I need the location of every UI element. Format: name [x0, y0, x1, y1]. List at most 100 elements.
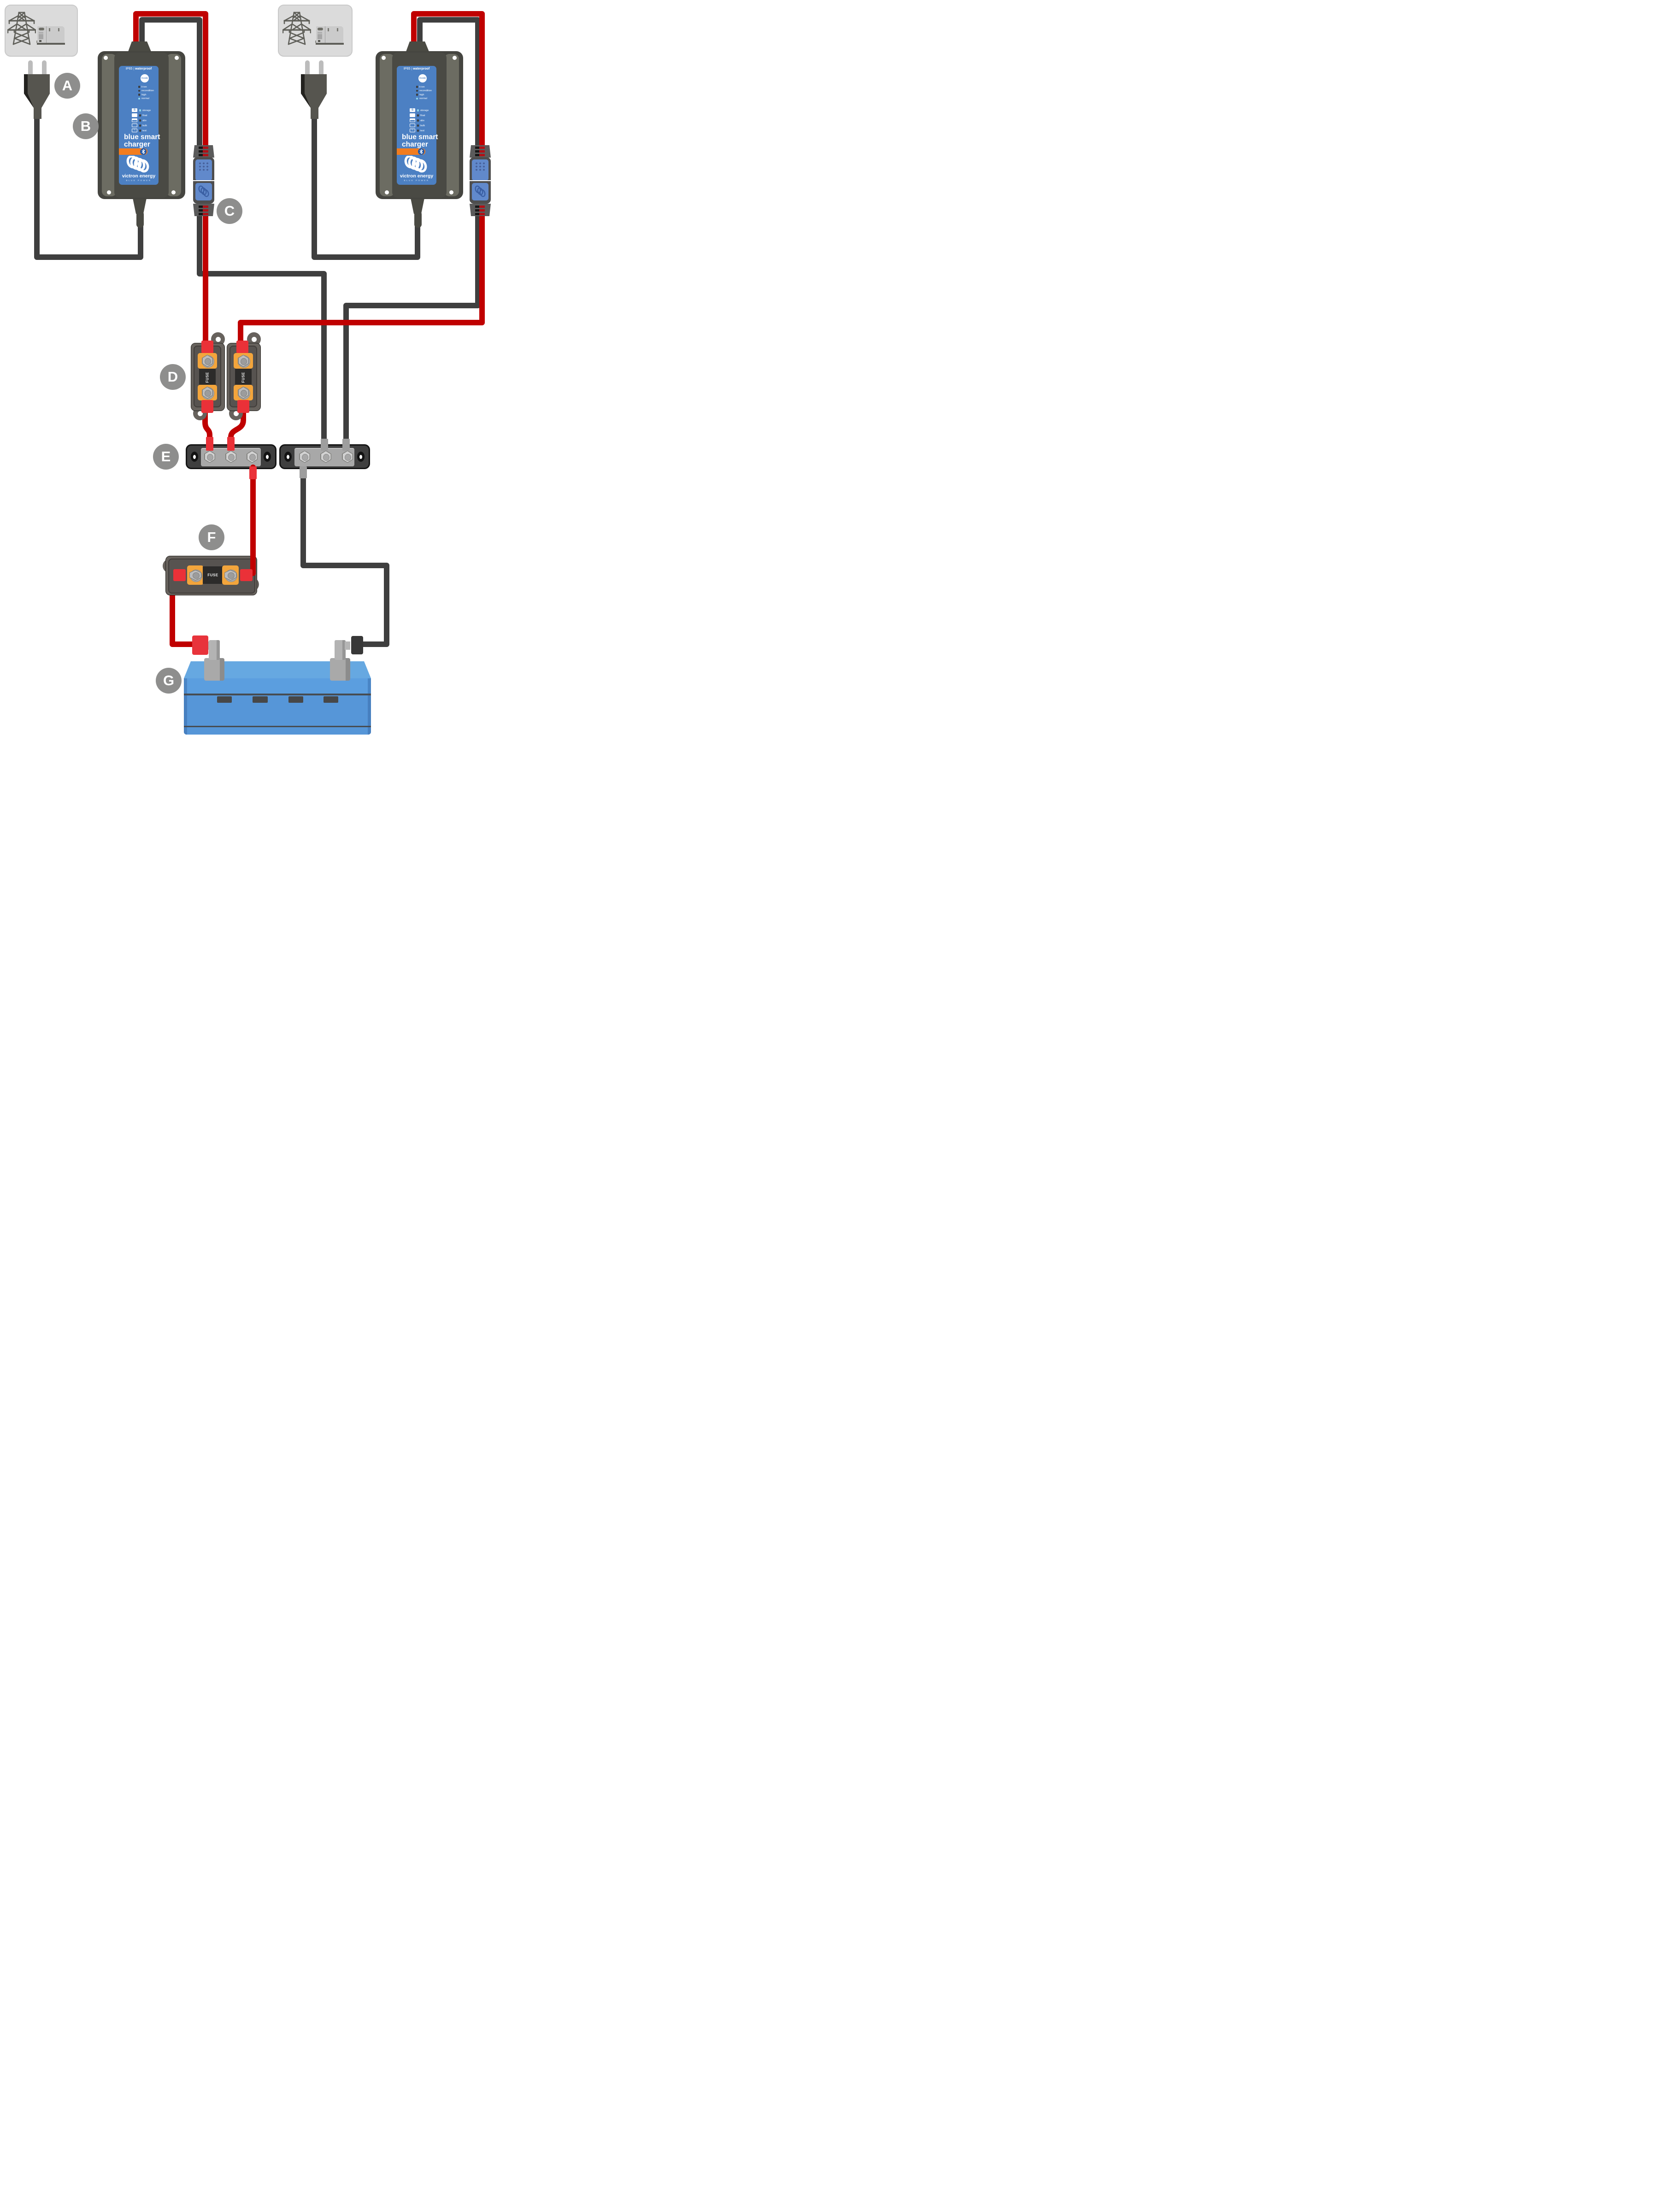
busbar-negative: [279, 444, 370, 469]
fuse-holder-d-left: FUSE: [191, 332, 225, 421]
led-dot: [417, 124, 419, 127]
led-dot: [416, 86, 418, 88]
terminal-sleeve: [300, 466, 307, 478]
led-label: li-ion: [141, 85, 147, 88]
screw-hole: [382, 56, 386, 60]
screw-hole: [449, 190, 453, 194]
fuse-element: FUSE: [235, 369, 252, 386]
test-icon: ∿: [132, 129, 137, 132]
connector-coil-glyph: [198, 185, 209, 197]
mounting-hole: [284, 452, 292, 462]
led-label: storage: [420, 109, 429, 112]
mounting-hole: [233, 411, 239, 416]
led-dot: [138, 94, 140, 96]
ac-cable-stub: [414, 211, 422, 228]
led-label: normal: [419, 97, 427, 100]
mode-button: mode: [418, 74, 427, 82]
charger-side-left: [380, 54, 394, 196]
led-label: normal: [141, 97, 149, 100]
cable-gland-top: [128, 41, 151, 52]
led-dot-lit: [139, 109, 141, 112]
mounting-hole: [357, 452, 365, 462]
battery-positive-post: [204, 658, 224, 681]
callout-b: B: [73, 113, 99, 139]
charger-side-right: [444, 54, 459, 196]
pylon-icon: [7, 12, 36, 45]
connector-blue-top: [472, 159, 488, 181]
led-dot: [139, 114, 141, 117]
terminal-sleeve: [321, 439, 328, 451]
heatshrink-sleeve: [249, 466, 257, 479]
connector-dots: [475, 162, 487, 172]
test-icon: ∿: [410, 129, 415, 132]
led-label: high: [419, 93, 424, 96]
connector-blue-bottom: [195, 183, 212, 200]
generator-icon: [315, 26, 344, 46]
callout-c: C: [217, 198, 242, 224]
callout-g: G: [156, 668, 182, 694]
screw-hole: [104, 56, 108, 60]
led-label: recondition: [141, 89, 154, 92]
led-dot: [139, 119, 141, 122]
callout-a: A: [54, 73, 80, 99]
mounting-hole: [191, 452, 198, 462]
plug-prong: [42, 60, 47, 75]
screw-hole: [107, 190, 111, 194]
mounting-hole: [215, 336, 221, 342]
led-dot-lit: [138, 97, 140, 100]
bulk-icon: [132, 124, 137, 127]
grid-power-box-right: [278, 5, 353, 57]
terminal-sleeve: [342, 439, 350, 451]
brand-text: victron energy: [400, 173, 434, 179]
led-dot: [416, 94, 418, 96]
ac-cord-left: [34, 112, 143, 260]
led-label: abs: [420, 119, 424, 122]
connector-seam: [470, 180, 491, 181]
led-dot-lit: [417, 109, 419, 112]
led-dot: [139, 129, 141, 132]
blue-smart-charger-right: IP65 | waterproof mode li-ion reconditio…: [376, 41, 463, 228]
led-label: recondition: [419, 89, 432, 92]
vent-cap: [288, 696, 303, 703]
fuse-element: FUSE: [203, 566, 223, 584]
vent-cap: [217, 696, 232, 703]
charger-front-label: IP65 | waterproof mode li-ion reconditio…: [397, 66, 438, 185]
abs-icon: [410, 118, 415, 122]
led-dot: [138, 86, 140, 88]
heatshrink-sleeve: [206, 437, 213, 451]
led-dot: [417, 119, 419, 122]
bluetooth-icon: [140, 148, 147, 155]
led-label: storage: [142, 109, 151, 112]
abs-icon: [132, 118, 137, 122]
led-label: test: [142, 129, 147, 132]
heatshrink-sleeve: [227, 437, 235, 451]
ac-cord-right: [312, 112, 420, 260]
bluetooth-icon: [418, 148, 424, 155]
blue-smart-charger-left: IP65 | waterproof mode li-ion reconditio…: [98, 41, 185, 228]
wiring-layer-top: [244, 465, 256, 576]
screw-hole: [175, 56, 179, 60]
ip-rating-text: IP65 | waterproof: [125, 67, 152, 71]
heatshrink-top: [236, 341, 248, 353]
busbar-to-fuse-f-cable: [244, 465, 256, 576]
grid-power-box-left: [5, 5, 78, 57]
float-icon: [410, 113, 415, 117]
plug-prong: [305, 60, 310, 75]
mounting-hole: [251, 336, 257, 342]
callout-e: E: [153, 444, 179, 470]
storage-icon: S: [132, 108, 137, 112]
led-dot: [138, 89, 140, 92]
connector-coil-glyph: [475, 185, 486, 197]
ac-cable-stub: [136, 211, 144, 228]
connector-seam: [193, 180, 214, 181]
brand-tagline: BLUE POWER: [126, 179, 152, 182]
negative-cable-lug: [351, 636, 363, 654]
battery-negative-post: [330, 658, 350, 681]
victron-coil-logo: [126, 156, 149, 173]
screw-hole: [171, 190, 176, 194]
fuse-element: FUSE: [199, 369, 216, 386]
charger-side-left: [102, 54, 117, 196]
connector-blue-top: [195, 159, 212, 181]
fuse-left-to-busbar: [202, 403, 212, 453]
